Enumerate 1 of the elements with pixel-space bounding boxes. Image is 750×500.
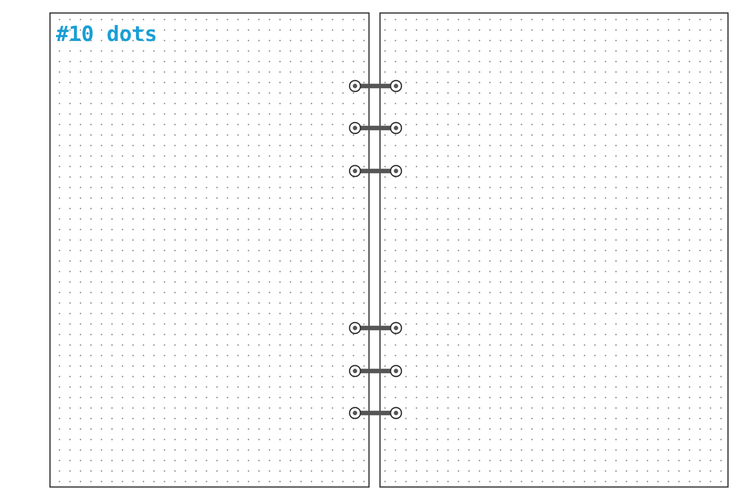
page-label: #10 dots bbox=[56, 24, 158, 45]
